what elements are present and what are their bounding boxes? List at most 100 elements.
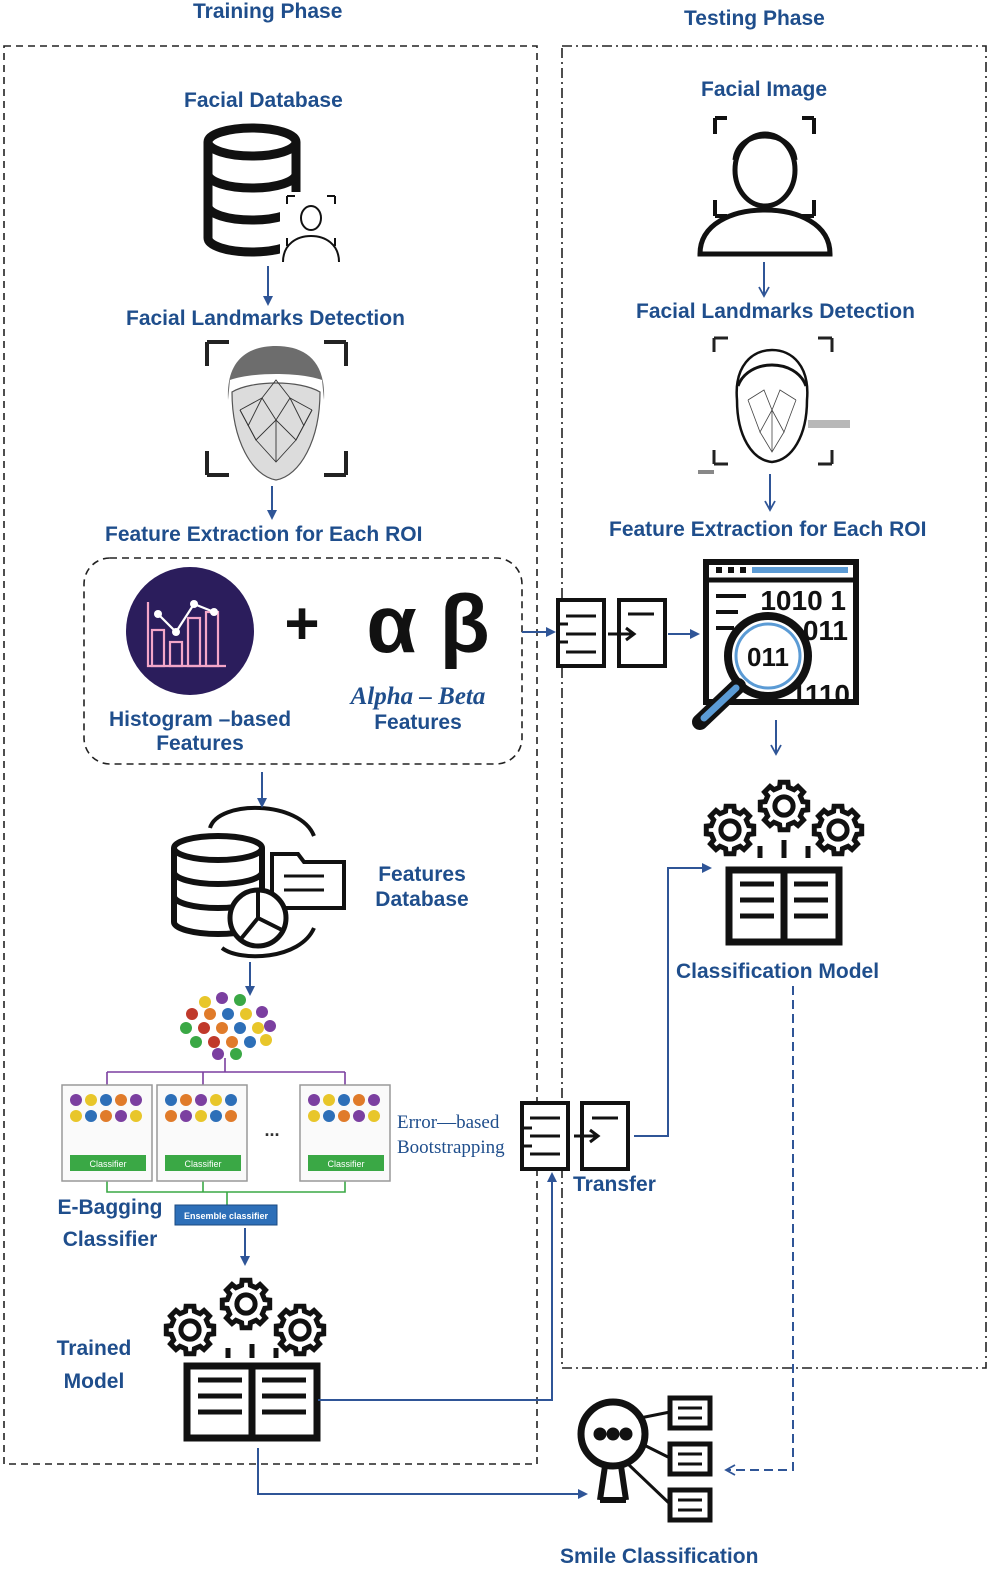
classifier-card	[299, 1084, 391, 1182]
testing-feature-extraction-label: Feature Extraction for Each ROI	[609, 518, 927, 541]
data-point	[130, 1110, 142, 1122]
data-point	[212, 1048, 224, 1060]
smile-classification-label: Smile Classification	[560, 1545, 759, 1568]
data-point	[186, 1008, 198, 1020]
training-landmarks-label: Facial Landmarks Detection	[126, 307, 405, 330]
data-point	[165, 1110, 177, 1122]
features-database-icon	[171, 805, 346, 959]
data-point	[338, 1094, 350, 1106]
data-point	[225, 1094, 237, 1106]
bootstrap-transfer-icon	[520, 1101, 630, 1171]
bagging-tree-lines	[106, 1058, 346, 1086]
gear-icon	[163, 1303, 217, 1357]
data-point	[216, 1022, 228, 1034]
gear-hub	[826, 818, 850, 842]
gear-icon	[703, 803, 757, 857]
person-frame-icon	[280, 192, 342, 264]
binary-text-4: 1110	[791, 679, 850, 710]
feature-combination-box	[83, 557, 523, 765]
training-feature-extraction-label: Feature Extraction for Each ROI	[105, 523, 423, 546]
data-point	[338, 1110, 350, 1122]
data-point	[85, 1094, 97, 1106]
classifier-label: Classifier	[327, 1159, 364, 1169]
data-point	[115, 1110, 127, 1122]
classification-model-icon	[703, 779, 865, 946]
arrow-trained-to-smile	[257, 1448, 588, 1499]
data-point	[180, 1094, 192, 1106]
gear-hub	[178, 1318, 202, 1342]
data-point	[222, 1008, 234, 1020]
feature-analysis-icon	[692, 559, 859, 730]
training-phase-boundary	[3, 45, 538, 1465]
data-point	[368, 1110, 380, 1122]
gear-hub	[718, 818, 742, 842]
plus-sign: +	[284, 590, 319, 657]
ensemble-tree-lines	[106, 1180, 346, 1206]
classification-model-label: Classification Model	[676, 960, 880, 983]
data-point	[210, 1110, 222, 1122]
data-point	[256, 1006, 268, 1018]
data-point	[180, 1022, 192, 1034]
data-point	[204, 1008, 216, 1020]
data-point	[208, 1036, 220, 1048]
data-point	[165, 1094, 177, 1106]
testing-phase-boundary	[561, 45, 987, 1369]
classifier-card	[61, 1084, 153, 1182]
flow-arrows	[240, 262, 794, 1499]
data-point	[244, 1036, 256, 1048]
data-point	[264, 1020, 276, 1032]
data-point	[190, 1036, 202, 1048]
features-database-line1: Features	[378, 863, 466, 886]
data-point	[195, 1094, 207, 1106]
facial-image-icon	[697, 116, 833, 257]
transfer-label: Transfer	[573, 1173, 656, 1196]
data-point	[323, 1110, 335, 1122]
ebagging-line1: E-Bagging	[57, 1196, 163, 1219]
training-phase-title: Training Phase	[193, 0, 343, 23]
features-database-line2: Database	[375, 888, 469, 911]
ebagging-line2: Classifier	[62, 1228, 158, 1251]
arrow-transfer-to-classification-model	[634, 863, 712, 1137]
data-point	[368, 1094, 380, 1106]
data-point	[234, 994, 246, 1006]
trained-model-line2: Model	[63, 1370, 125, 1393]
data-point	[70, 1094, 82, 1106]
data-point	[225, 1110, 237, 1122]
ensemble-classifier-label: Ensemble classifier	[184, 1211, 269, 1221]
data-point	[100, 1110, 112, 1122]
error-bootstrapping-label: Error—based Bootstrapping	[397, 1110, 505, 1160]
arrow-trained-to-bootstrap	[318, 1172, 557, 1401]
gear-hub	[772, 794, 796, 818]
gear-icon	[811, 803, 865, 857]
data-point	[353, 1094, 365, 1106]
gear-icon	[757, 779, 811, 833]
binary-text-2: 011	[803, 615, 848, 646]
alpha-beta-features-label: Alpha – Beta Features	[330, 684, 506, 736]
binary-text-3: 011	[747, 642, 789, 672]
trained-model-label: Trained Model	[44, 1332, 144, 1398]
data-point	[100, 1094, 112, 1106]
data-point	[198, 1022, 210, 1034]
gear-icon	[219, 1277, 273, 1331]
ebagging-classifier-label: E-Bagging Classifier	[48, 1192, 172, 1256]
data-point	[230, 1048, 242, 1060]
data-point	[353, 1110, 365, 1122]
data-point	[226, 1036, 238, 1048]
error-bootstrapping-line2: Bootstrapping	[397, 1137, 505, 1158]
ensemble-classifier-box	[174, 1204, 278, 1226]
smile-classification-icon	[577, 1395, 713, 1523]
data-point	[308, 1094, 320, 1106]
data-point	[210, 1094, 222, 1106]
features-database-label: Features Database	[362, 862, 482, 912]
data-point	[115, 1094, 127, 1106]
data-point	[195, 1110, 207, 1122]
data-points-cluster	[180, 992, 276, 1060]
alpha-beta-line2: Features	[374, 711, 462, 734]
data-point	[216, 992, 228, 1004]
trained-model-line1: Trained	[56, 1337, 132, 1360]
data-point	[130, 1094, 142, 1106]
classifier-label: Classifier	[184, 1159, 221, 1169]
histogram-features-line2: Features	[156, 732, 244, 755]
